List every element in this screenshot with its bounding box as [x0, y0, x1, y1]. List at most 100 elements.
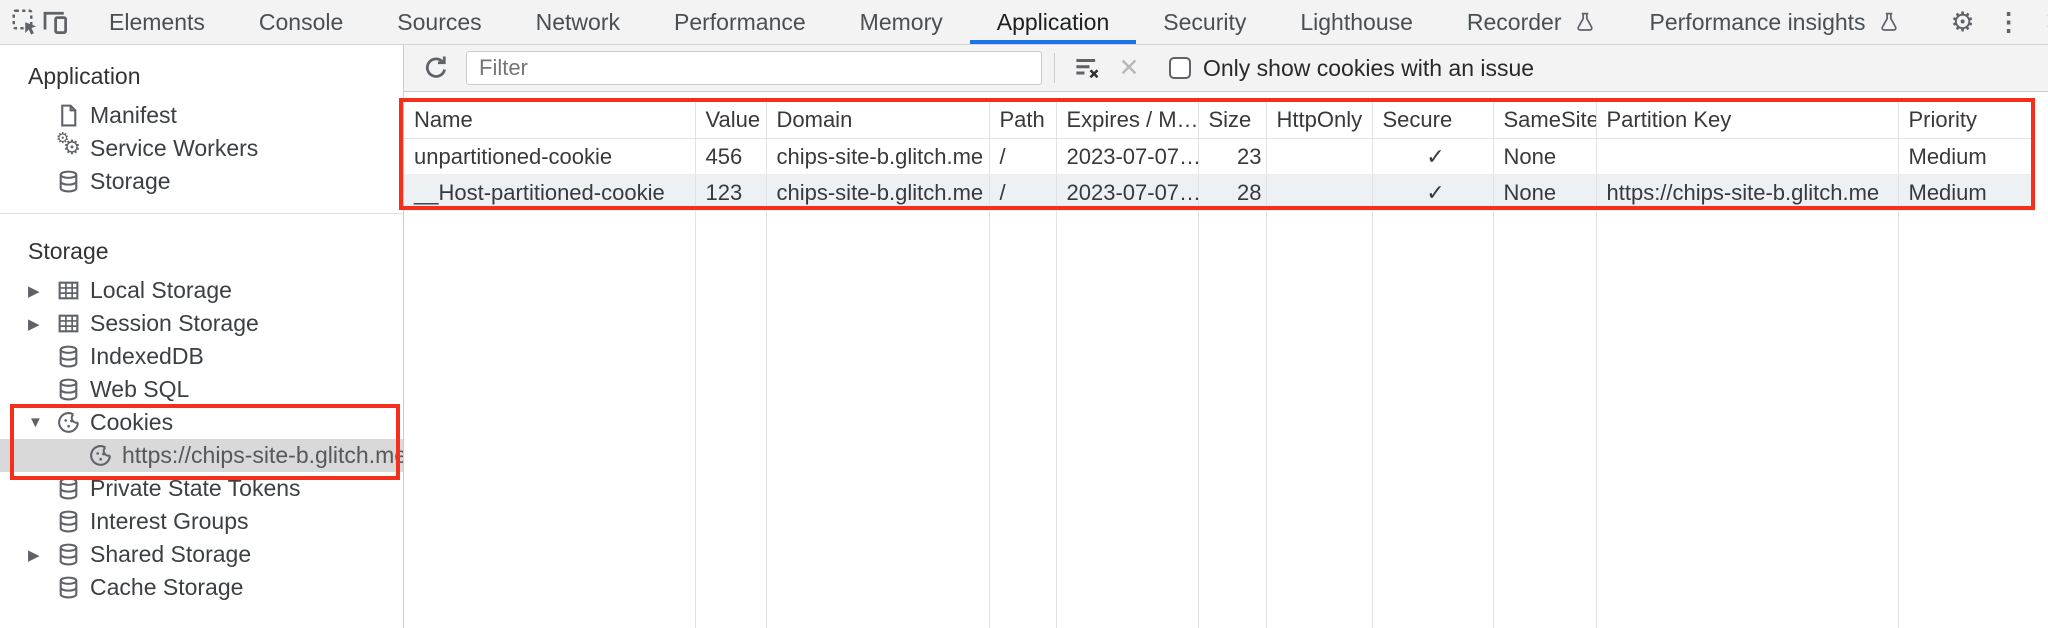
cell-size[interactable]: 23: [1197, 138, 1266, 175]
cell-partition-key[interactable]: [1595, 138, 1898, 175]
toolbar-divider: [1054, 53, 1055, 83]
clear-filter-icon[interactable]: [1067, 48, 1107, 88]
sidebar-item-storage[interactable]: Storage: [0, 165, 403, 198]
cell-httponly[interactable]: [1265, 138, 1372, 175]
sidebar-item-local-storage[interactable]: ▶ Local Storage: [0, 274, 403, 307]
tab-sources[interactable]: Sources: [397, 8, 482, 35]
sidebar-item-indexeddb[interactable]: IndexedDB: [0, 340, 403, 373]
column-header-priority[interactable]: Priority: [1897, 102, 2034, 139]
device-toolbar-icon[interactable]: [40, 0, 70, 44]
database-icon: [56, 575, 81, 600]
column-header-path[interactable]: Path: [988, 102, 1056, 139]
cell-priority[interactable]: Medium: [1897, 138, 2034, 175]
sidebar-item-label: https://chips-site-b.glitch.me: [122, 442, 404, 468]
cell-expires[interactable]: 2023-07-07…: [1055, 174, 1198, 211]
devtools-tabbar: Elements Console Sources Network Perform…: [0, 0, 2048, 45]
disclosure-collapsed-icon[interactable]: ▶: [28, 315, 40, 333]
cell-httponly[interactable]: [1265, 174, 1372, 211]
manifest-file-icon: [56, 103, 81, 128]
column-header-size[interactable]: Size: [1197, 102, 1266, 139]
sidebar-item-cookie-origin[interactable]: https://chips-site-b.glitch.me: [0, 439, 403, 472]
inspect-element-icon[interactable]: [10, 0, 40, 44]
cell-domain[interactable]: chips-site-b.glitch.me: [765, 174, 989, 211]
cookie-row-host-partitioned[interactable]: __Host-partitioned-cookie 123 chips-site…: [404, 174, 2034, 211]
cell-name[interactable]: unpartitioned-cookie: [404, 138, 695, 175]
column-header-value[interactable]: Value: [694, 102, 766, 139]
only-show-issue-checkbox[interactable]: [1169, 57, 1191, 79]
sidebar-item-service-workers[interactable]: ⚙⚙ Service Workers: [0, 130, 403, 165]
sidebar-item-label: IndexedDB: [90, 343, 204, 369]
cookie-row-unpartitioned[interactable]: unpartitioned-cookie 456 chips-site-b.gl…: [404, 138, 2034, 175]
sidebar-item-interest-groups[interactable]: Interest Groups: [0, 505, 403, 538]
tab-application[interactable]: Application: [970, 0, 1137, 44]
filter-input[interactable]: [466, 51, 1042, 85]
section-title-application: Application: [28, 63, 141, 89]
column-header-secure[interactable]: Secure: [1371, 102, 1493, 139]
tabbar-right-controls: ⚙ ⋮ ✕: [1927, 0, 2048, 44]
cell-path[interactable]: /: [988, 138, 1056, 175]
database-icon: [56, 542, 81, 567]
refresh-icon[interactable]: [416, 48, 456, 88]
column-header-partition-key[interactable]: Partition Key: [1595, 102, 1898, 139]
tab-performance[interactable]: Performance: [674, 8, 806, 35]
column-header-expires[interactable]: Expires / M…: [1055, 102, 1198, 139]
sidebar-item-label: Session Storage: [90, 310, 259, 336]
tab-elements[interactable]: Elements: [109, 8, 205, 35]
cell-value[interactable]: 456: [694, 138, 766, 175]
cell-partition-key[interactable]: https://chips-site-b.glitch.me: [1595, 174, 1898, 211]
sidebar-item-manifest[interactable]: Manifest: [0, 99, 403, 132]
column-header-domain[interactable]: Domain: [765, 102, 989, 139]
disclosure-collapsed-icon[interactable]: ▶: [28, 546, 40, 564]
sidebar-item-label: Cookies: [90, 409, 174, 435]
settings-gear-icon[interactable]: ⚙: [1940, 0, 1986, 45]
sidebar-item-session-storage[interactable]: ▶ Session Storage: [0, 307, 403, 340]
cookies-toolbar: ✕ Only show cookies with an issue: [404, 45, 2048, 92]
column-header-name[interactable]: Name: [404, 102, 695, 139]
delete-selected-icon[interactable]: ✕: [1107, 53, 1151, 83]
experiment-flask-icon: [1878, 11, 1900, 33]
application-sidebar: Application Manifest ⚙⚙ Service Workers: [0, 45, 404, 628]
sidebar-item-private-state-tokens[interactable]: Private State Tokens: [0, 472, 403, 505]
cell-domain[interactable]: chips-site-b.glitch.me: [765, 138, 989, 175]
cell-secure-checkmark[interactable]: ✓: [1371, 174, 1493, 211]
tab-lighthouse[interactable]: Lighthouse: [1300, 8, 1413, 35]
sidebar-item-label: Service Workers: [90, 135, 259, 161]
service-workers-gears-icon: ⚙⚙: [56, 130, 81, 159]
sidebar-section-divider: [0, 213, 403, 214]
more-options-icon[interactable]: ⋮: [1986, 0, 2032, 45]
disclosure-collapsed-icon[interactable]: ▶: [28, 282, 40, 300]
cell-expires[interactable]: 2023-07-07…: [1055, 138, 1198, 175]
sidebar-item-label: Local Storage: [90, 277, 232, 303]
column-header-httponly[interactable]: HttpOnly: [1265, 102, 1372, 139]
cookies-table-container: Name Value Domain Path Expires / M… Size…: [404, 92, 2048, 628]
sidebar-item-label: Shared Storage: [90, 541, 252, 567]
sidebar-item-shared-storage[interactable]: ▶ Shared Storage: [0, 538, 403, 571]
cell-value[interactable]: 123: [694, 174, 766, 211]
tab-memory[interactable]: Memory: [859, 8, 943, 35]
cell-samesite[interactable]: None: [1492, 174, 1596, 211]
tab-label: Performance insights: [1649, 8, 1866, 35]
cell-samesite[interactable]: None: [1492, 138, 1596, 175]
cell-size[interactable]: 28: [1197, 174, 1266, 211]
tab-security[interactable]: Security: [1163, 8, 1247, 35]
sidebar-item-cookies[interactable]: ▼ Cookies: [0, 406, 403, 439]
tab-performance-insights[interactable]: Performance insights: [1623, 0, 1927, 44]
sidebar-item-cache-storage[interactable]: Cache Storage: [0, 571, 403, 604]
tab-network[interactable]: Network: [535, 8, 620, 35]
table-grid-icon: [56, 278, 81, 303]
sidebar-item-label: Cache Storage: [90, 574, 244, 600]
only-show-issue-label: Only show cookies with an issue: [1203, 54, 1535, 81]
table-header-row: Name Value Domain Path Expires / M… Size…: [404, 102, 2034, 139]
close-devtools-icon[interactable]: ✕: [2032, 0, 2048, 45]
sidebar-item-web-sql[interactable]: Web SQL: [0, 373, 403, 406]
disclosure-expanded-icon[interactable]: ▼: [28, 414, 43, 431]
tab-console[interactable]: Console: [258, 8, 344, 35]
cell-path[interactable]: /: [988, 174, 1056, 211]
cell-priority[interactable]: Medium: [1897, 174, 2034, 211]
sidebar-item-label: Web SQL: [90, 376, 190, 402]
cookie-icon: [56, 410, 81, 435]
column-header-samesite[interactable]: SameSite: [1492, 102, 1596, 139]
cell-name[interactable]: __Host-partitioned-cookie: [404, 174, 695, 211]
cell-secure-checkmark[interactable]: ✓: [1371, 138, 1493, 175]
tab-recorder[interactable]: Recorder: [1440, 0, 1623, 44]
